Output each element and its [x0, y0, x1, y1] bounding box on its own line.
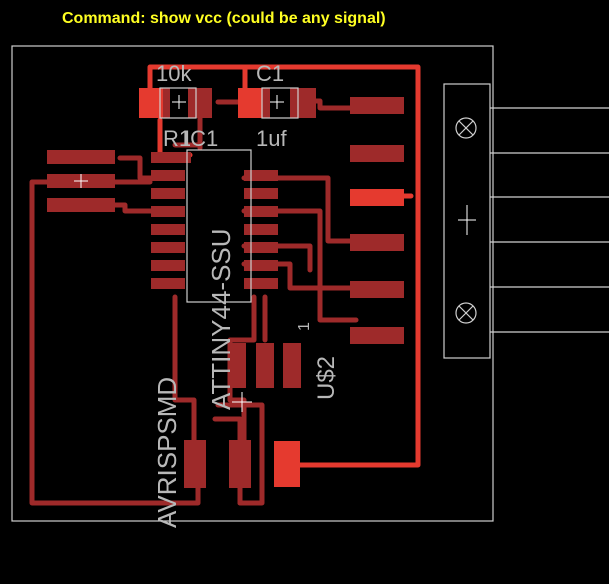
pads	[47, 88, 404, 488]
pin-one-label: 1	[296, 322, 313, 331]
vcc-pads	[139, 88, 404, 487]
crosshair-icon	[172, 95, 186, 109]
crosshair-icon	[458, 205, 476, 235]
ic-part-label: ATTINY44-SSU	[206, 228, 236, 410]
capacitor-name-label: C1	[256, 61, 284, 86]
command-status-text: Command: show vcc (could be any signal)	[62, 10, 386, 27]
usb-name-label: U$2	[313, 356, 340, 400]
crosshair-icon	[74, 174, 88, 188]
crosshair-icon	[270, 95, 284, 109]
capacitor-value-label: 1uf	[256, 126, 287, 151]
ic-name-label: IC1	[184, 126, 218, 151]
silkscreen	[159, 83, 609, 359]
resistor-name-label: R1	[163, 126, 191, 151]
resistor-value-label: 10k	[156, 61, 192, 86]
circle-cross-icon	[455, 117, 477, 139]
circle-cross-icon	[455, 302, 477, 324]
isp-name-label: AVRISPSMD	[152, 377, 182, 528]
crosshair-icon	[232, 392, 252, 412]
board-outline	[11, 45, 494, 522]
